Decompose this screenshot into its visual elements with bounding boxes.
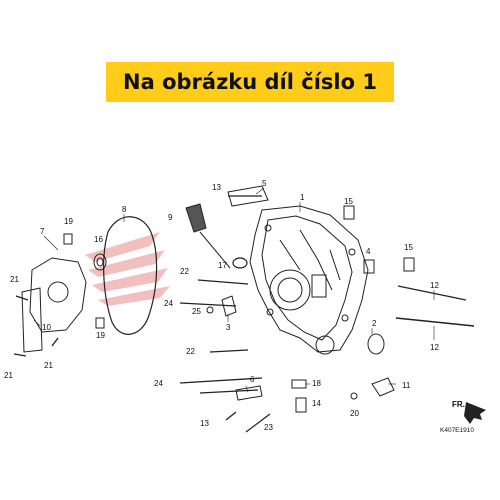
callout-24-bottom: 24 bbox=[154, 379, 163, 388]
leader-lines bbox=[33, 187, 435, 393]
dipstick-part-9 bbox=[185, 203, 231, 269]
callout-24-top: 24 bbox=[164, 299, 173, 308]
diagram-code: K407E1910 bbox=[440, 427, 474, 434]
callout-13-top: 13 bbox=[212, 183, 221, 192]
front-direction-arrow: FR. bbox=[452, 400, 486, 424]
direction-label: FR. bbox=[452, 400, 465, 409]
callout-19-top: 19 bbox=[64, 217, 73, 226]
callout-14: 14 bbox=[312, 399, 321, 408]
callout-18: 18 bbox=[312, 379, 321, 388]
callout-2: 2 bbox=[372, 319, 377, 328]
callout-16: 16 bbox=[94, 235, 103, 244]
callout-22-bottom: 22 bbox=[186, 347, 195, 356]
callout-13-bottom: 13 bbox=[200, 419, 209, 428]
o-ring-part-17 bbox=[232, 257, 248, 269]
callout-22-top: 22 bbox=[180, 267, 189, 276]
callout-15-right: 15 bbox=[404, 243, 413, 252]
callout-12-top: 12 bbox=[430, 281, 439, 290]
gasket-part-8 bbox=[103, 216, 158, 335]
callout-11: 11 bbox=[402, 381, 411, 390]
callout-25: 25 bbox=[192, 307, 201, 316]
bolts bbox=[13, 195, 271, 433]
callout-10: 10 bbox=[42, 323, 51, 332]
callout-19-bottom: 19 bbox=[96, 331, 105, 340]
seal-part-16 bbox=[93, 253, 107, 271]
callout-5: 5 bbox=[262, 179, 267, 188]
callout-23: 23 bbox=[264, 423, 273, 432]
callout-8: 8 bbox=[122, 205, 127, 214]
callout-17: 17 bbox=[218, 261, 227, 270]
callout-1: 1 bbox=[300, 193, 305, 202]
callout-20: 20 bbox=[350, 409, 359, 418]
callout-3: 3 bbox=[226, 323, 231, 332]
part-number-banner: Na obrázku díl číslo 1 bbox=[106, 62, 394, 102]
callout-21-bottom-left: 21 bbox=[4, 371, 13, 380]
callout-9: 9 bbox=[168, 213, 173, 222]
callout-12-bottom: 12 bbox=[430, 343, 439, 352]
cover-part-10 bbox=[21, 257, 87, 353]
studs-part-12 bbox=[395, 285, 475, 327]
callout-21-bottom-right: 21 bbox=[44, 361, 53, 370]
banner-text: Na obrázku díl číslo 1 bbox=[123, 70, 377, 94]
callout-4: 4 bbox=[366, 247, 371, 256]
callout-21-top: 21 bbox=[10, 275, 19, 284]
crankcase-part-1 bbox=[249, 205, 369, 355]
bracket-part-6 bbox=[235, 385, 263, 401]
callout-15-left: 15 bbox=[344, 197, 353, 206]
callout-7: 7 bbox=[40, 227, 45, 236]
small-parts bbox=[63, 185, 415, 413]
callout-labels: 1 2 3 4 5 6 7 8 9 10 11 12 12 13 13 14 1… bbox=[4, 179, 439, 432]
callout-6: 6 bbox=[250, 375, 255, 384]
